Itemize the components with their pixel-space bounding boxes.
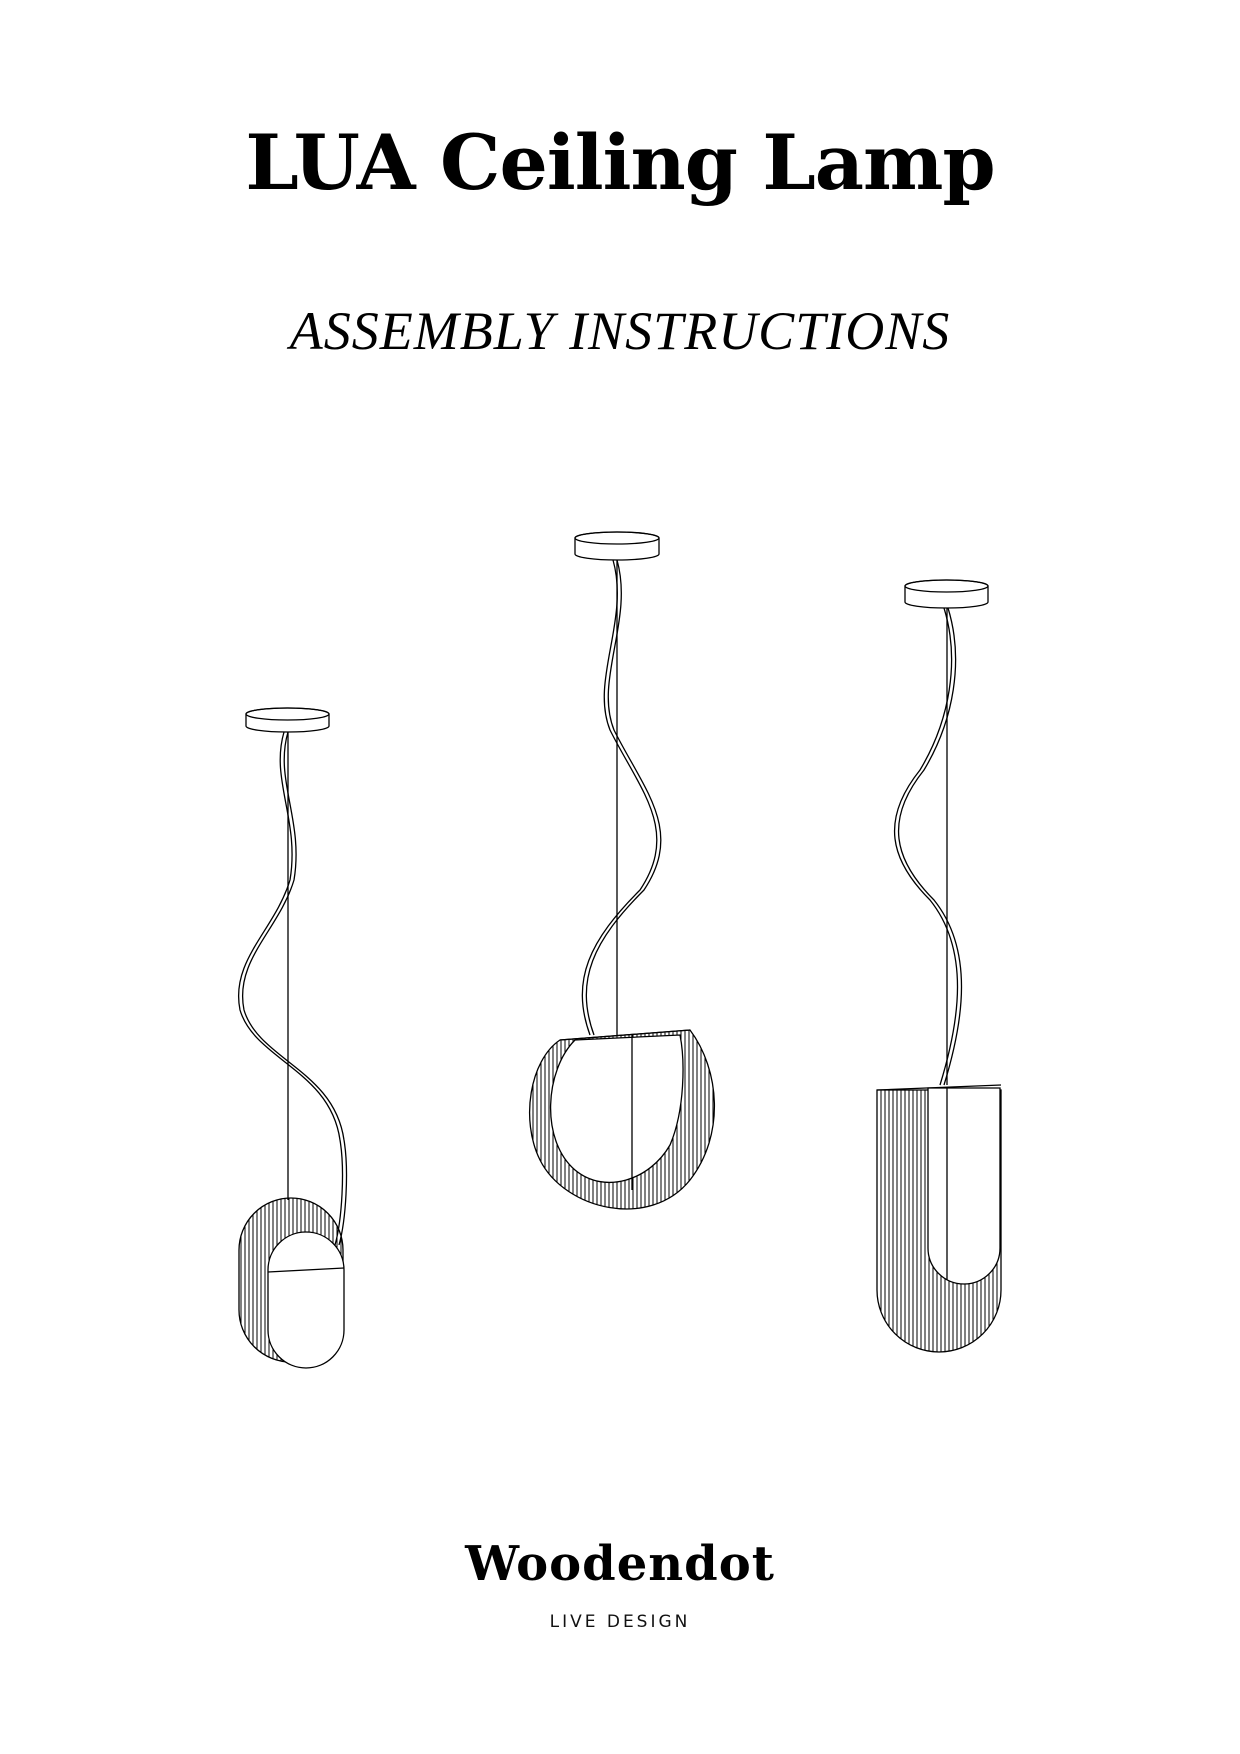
ceiling-canopy [574,531,660,561]
power-cable [893,607,959,1086]
document-title: LUA Ceiling Lamp [245,118,995,207]
lamp-round-illustration [528,531,716,1210]
brand-logo: Woodendot [465,1536,775,1592]
power-cable [237,731,344,1246]
document-subtitle: ASSEMBLY INSTRUCTIONS [289,301,951,361]
lamp-tall-illustration [876,579,1002,1353]
lamp-small-illustration [237,707,348,1369]
brand-tagline: LIVE DESIGN [549,1612,691,1632]
ceiling-canopy [904,579,989,609]
power-cable [581,559,658,1036]
